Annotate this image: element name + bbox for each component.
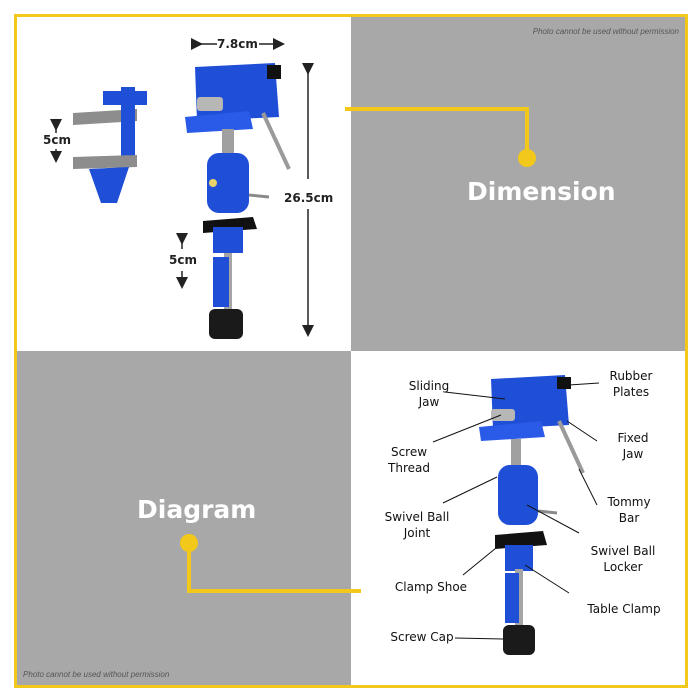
width-label: 7.8cm xyxy=(217,37,258,51)
dimension-vise-illustration xyxy=(185,63,291,339)
illustration-layer xyxy=(50,38,600,655)
label-screw-cap: Screw Cap xyxy=(390,630,454,644)
dimension-title-panel xyxy=(351,17,685,351)
watermark-bottom: Photo cannot be used without permission xyxy=(23,670,170,679)
jaw-opening-inset xyxy=(73,87,147,203)
label-fixed-jaw: Fixed Jaw xyxy=(617,431,649,461)
height-label: 26.5cm xyxy=(284,191,334,205)
diagram-title: Diagram xyxy=(137,495,257,524)
jaw-opening-label: 5cm xyxy=(43,133,71,147)
leader-lines xyxy=(432,382,600,640)
label-sliding-jaw: Sliding Jaw xyxy=(408,379,450,409)
label-screw-thread: Screw Thread xyxy=(388,445,430,475)
label-swivel-ball-joint: Swivel Ball Joint xyxy=(384,510,450,540)
label-tommy-bar: Tommy Bar xyxy=(607,495,651,525)
dimension-photo-panel xyxy=(17,17,351,351)
label-rubber-plates: Rubber Plates xyxy=(609,369,653,399)
watermark-top: Photo cannot be used without permission xyxy=(532,27,679,36)
label-table-clamp: Table Clamp xyxy=(587,602,661,616)
label-clamp-shoe: Clamp Shoe xyxy=(394,580,468,594)
infographic-frame: Photo cannot be used without permission … xyxy=(14,14,688,688)
diagram-vise-illustration xyxy=(479,375,585,655)
dimension-title: Dimension xyxy=(467,177,616,206)
diagram-title-panel xyxy=(17,351,351,685)
label-swivel-ball-locker: Swivel Ball Locker xyxy=(590,544,656,574)
clamp-opening-label: 5cm xyxy=(169,253,197,267)
